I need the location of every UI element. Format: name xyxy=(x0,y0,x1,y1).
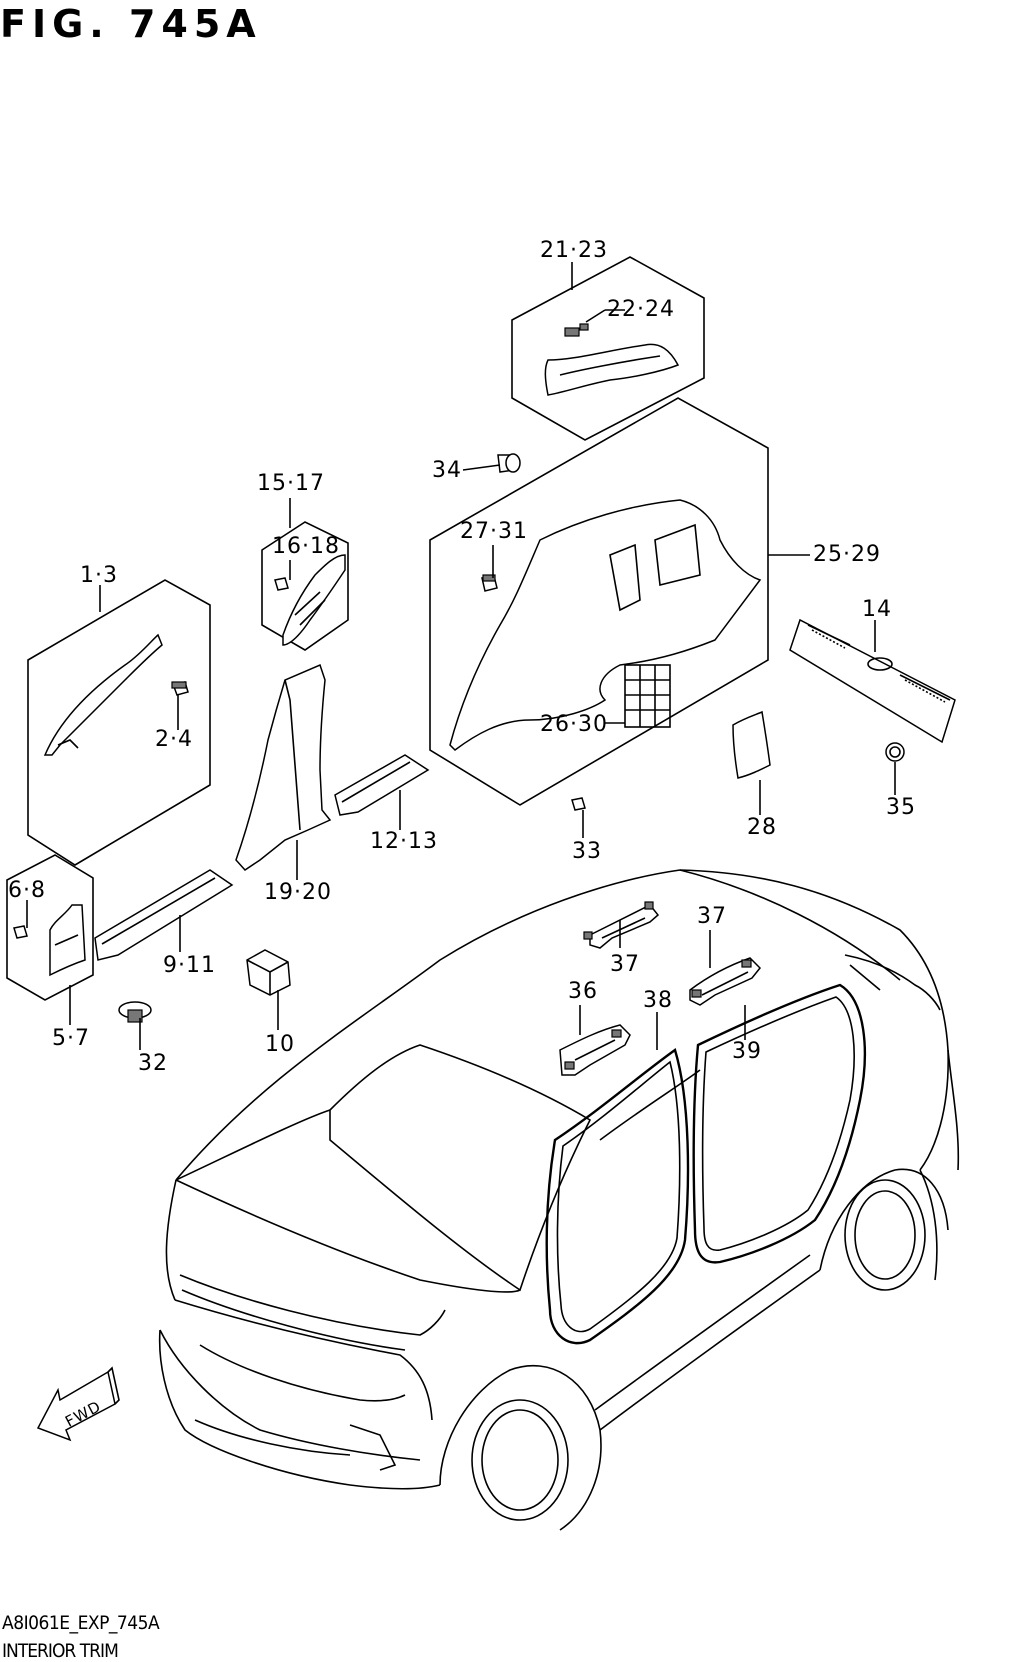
callout-22-24: 22·24 xyxy=(607,297,675,322)
part-32 xyxy=(118,1001,152,1023)
group-box-b-pillar-upper xyxy=(261,521,349,651)
callout-33: 33 xyxy=(572,839,602,864)
callout-19-20: 19·20 xyxy=(264,880,332,905)
callout-labels: 1·3 2·4 5·7 6·8 9·11 10 12·13 14 15·17 1… xyxy=(8,238,916,1076)
weatherstrip-front-door xyxy=(545,1048,690,1345)
vehicle-outline xyxy=(158,869,960,1531)
fastener-34 xyxy=(497,453,521,473)
figure-title: FIG. 745A xyxy=(0,2,262,46)
part-28 xyxy=(732,710,771,779)
callout-35: 35 xyxy=(886,795,916,820)
callout-28: 28 xyxy=(747,815,777,840)
assist-grip-37-rear xyxy=(689,957,762,1006)
callout-37-rear: 37 xyxy=(697,904,727,929)
scuff-plate-front xyxy=(94,869,234,961)
callout-37-front: 37 xyxy=(610,952,640,977)
fastener-35 xyxy=(885,742,905,762)
part-14-trunk-sill xyxy=(789,618,956,744)
callout-10: 10 xyxy=(265,1032,295,1057)
callout-34: 34 xyxy=(432,458,462,483)
group-box-a-pillar xyxy=(27,579,211,866)
fastener-33 xyxy=(571,797,586,811)
leader-lines xyxy=(26,262,896,1050)
callout-1-3: 1·3 xyxy=(80,563,118,588)
callout-36: 36 xyxy=(568,979,598,1004)
callout-6-8: 6·8 xyxy=(8,878,46,903)
callout-32: 32 xyxy=(138,1051,168,1076)
part-10 xyxy=(246,949,291,996)
drawing-code: A8I061E_EXP_745A xyxy=(2,1612,160,1634)
callout-2-4: 2·4 xyxy=(155,727,193,752)
callout-38: 38 xyxy=(643,988,673,1013)
figure-name: INTERIOR TRIM xyxy=(2,1640,119,1662)
callout-25-29: 25·29 xyxy=(813,542,881,567)
assist-grip-36 xyxy=(559,1024,631,1076)
group-box-side-trim xyxy=(6,854,94,1001)
callout-21-23: 21·23 xyxy=(540,238,608,263)
group-box-quarter-trim xyxy=(429,397,769,806)
callout-27-31: 27·31 xyxy=(460,519,528,544)
weatherstrip-rear-door xyxy=(692,983,867,1264)
scuff-plate-rear xyxy=(334,754,430,816)
group-box-rear-upper xyxy=(511,256,705,441)
assist-grip-37-front xyxy=(583,901,660,949)
callout-16-18: 16·18 xyxy=(272,534,340,559)
callout-5-7: 5·7 xyxy=(52,1026,90,1051)
callout-26-30: 26·30 xyxy=(540,712,608,737)
callout-15-17: 15·17 xyxy=(257,471,325,496)
callout-9-11: 9·11 xyxy=(163,953,216,978)
callout-12-13: 12·13 xyxy=(370,829,438,854)
callout-14: 14 xyxy=(862,597,892,622)
b-pillar-lower-trim xyxy=(235,663,332,871)
fwd-arrow-icon: FWD xyxy=(36,1366,120,1442)
callout-39: 39 xyxy=(732,1039,762,1064)
